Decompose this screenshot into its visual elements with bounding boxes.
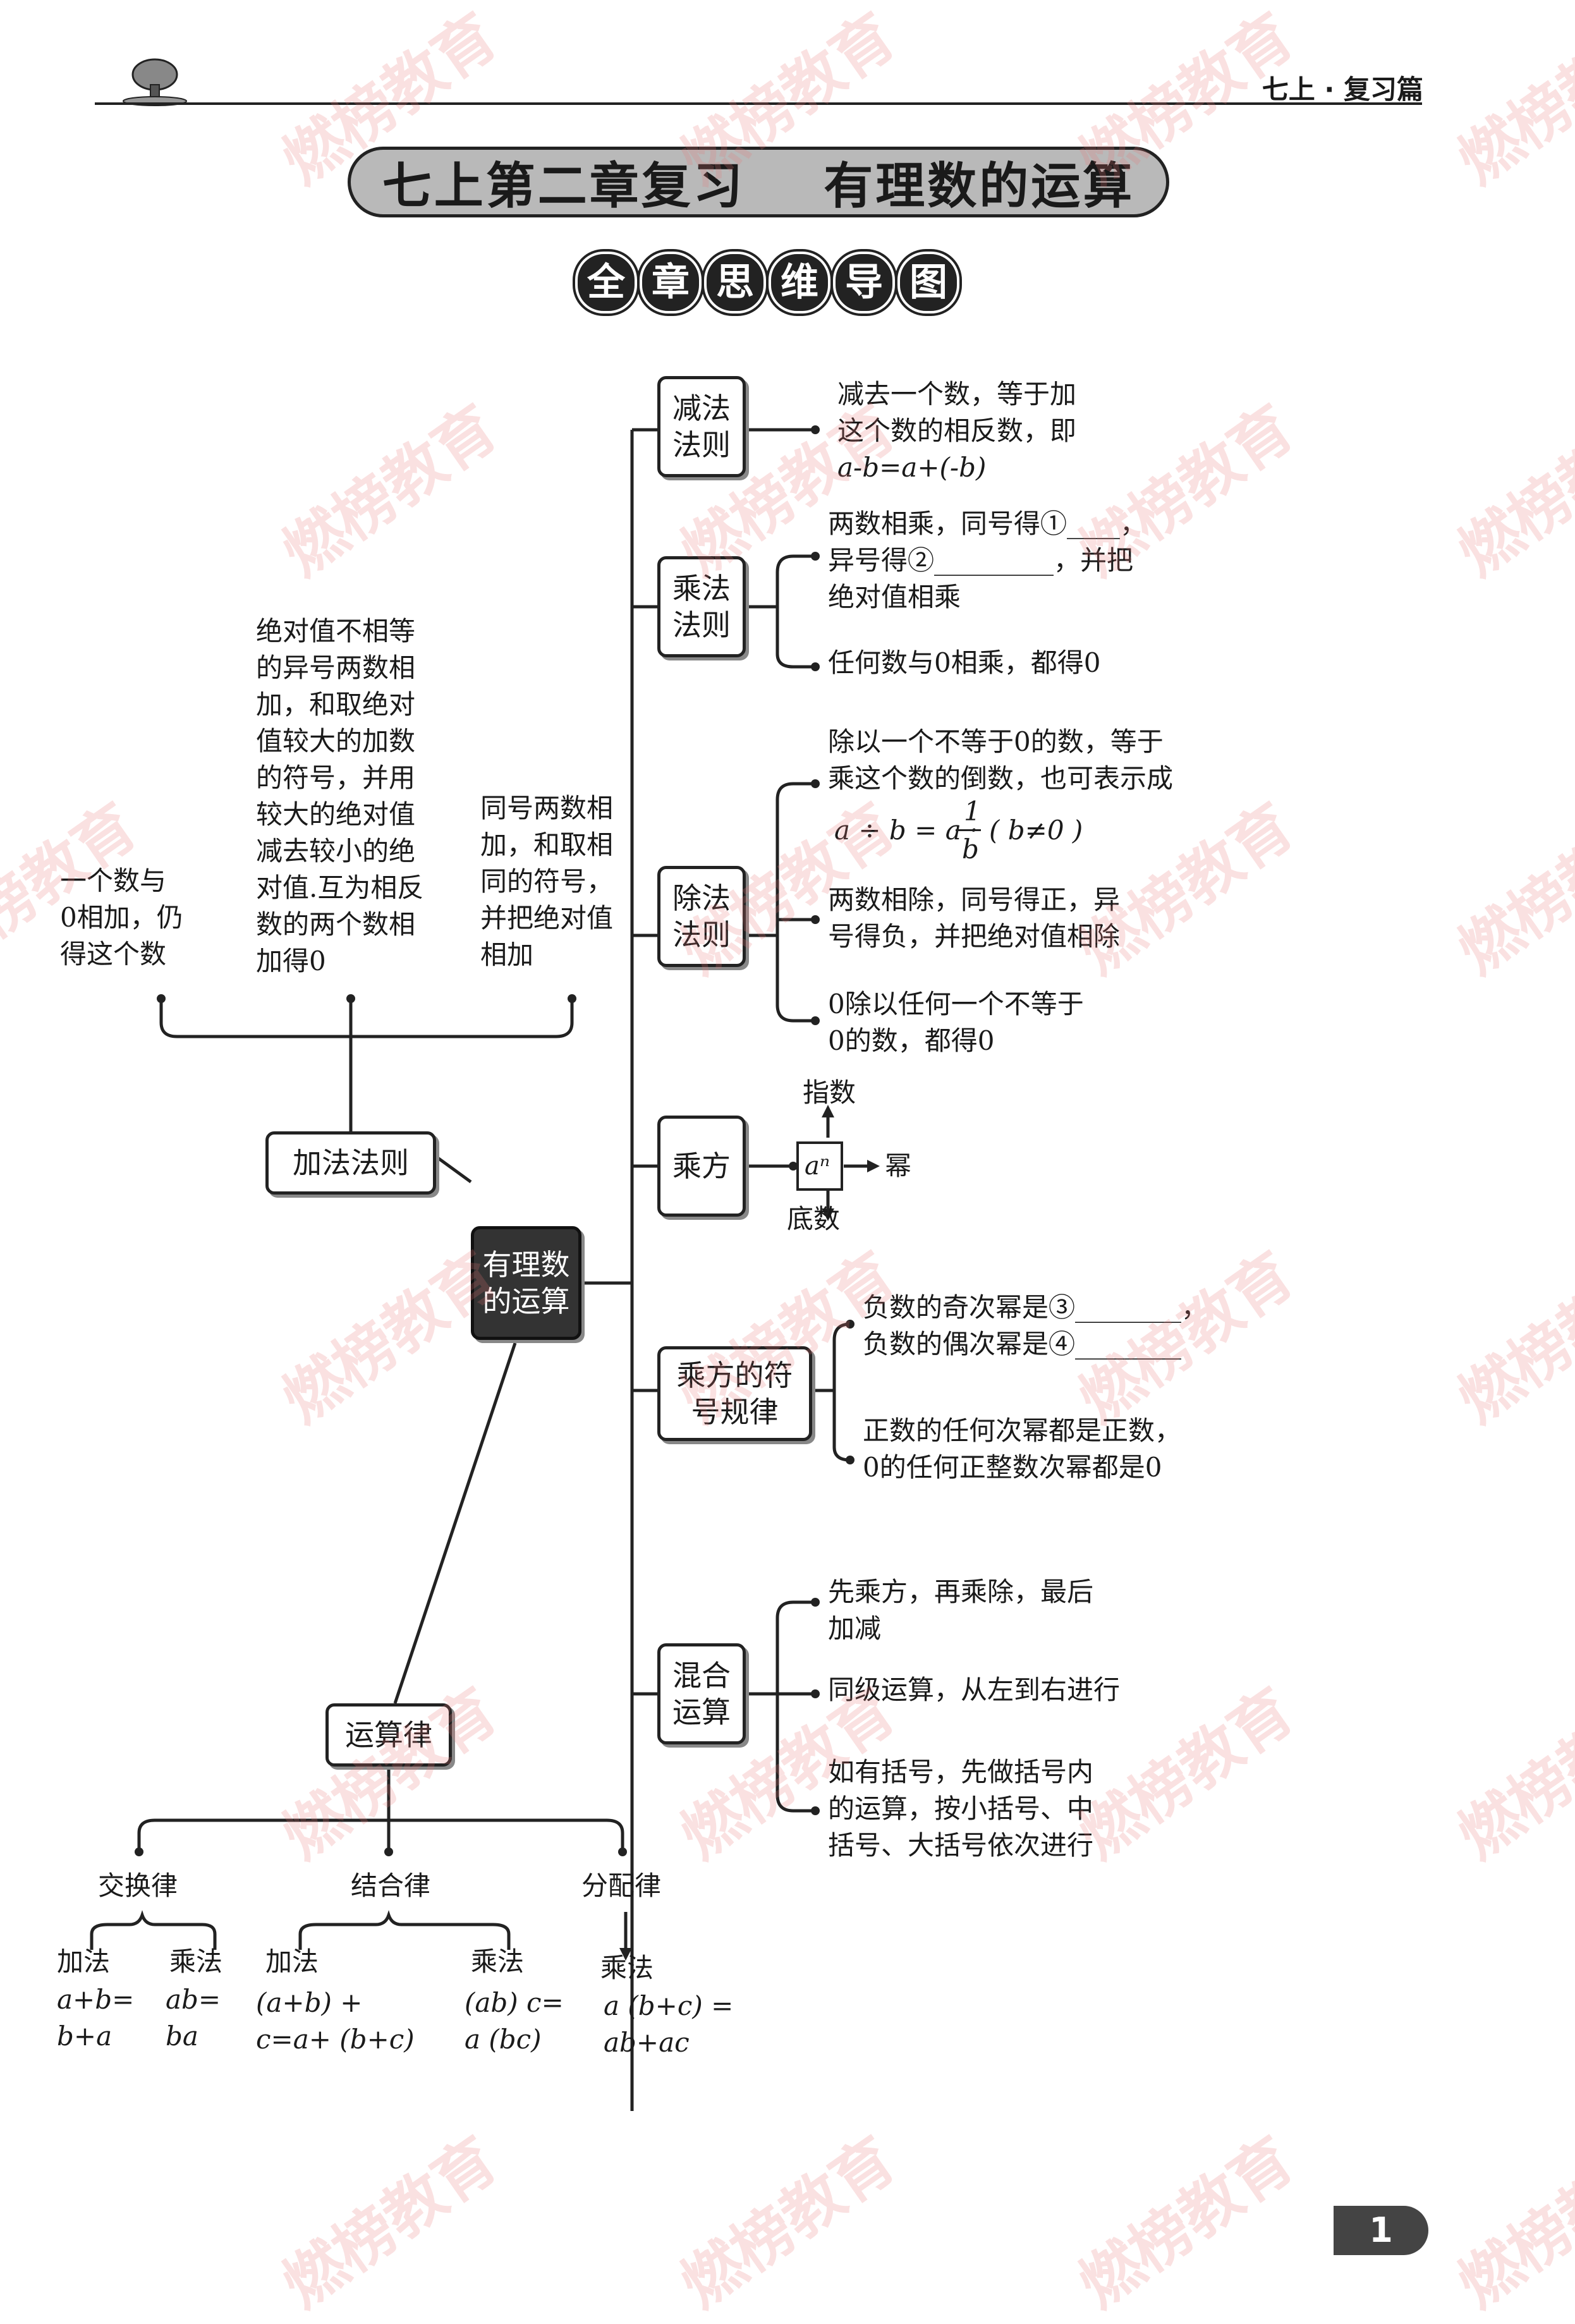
addition-rule-same-sign: 同号两数相 加，和取相 同的符号， 并把绝对值 相加 <box>480 793 614 970</box>
commutative-mul-label: 乘法 <box>169 1946 223 1977</box>
chapter-title-banner: 七上第二章复习 有理数的运算 <box>348 147 1169 217</box>
subtitle-char: 章 <box>640 252 702 313</box>
subtitle-char: 维 <box>769 252 830 313</box>
commutative-add-label: 加法 <box>57 1946 111 1977</box>
chapter-title: 七上第二章复习 有理数的运算 <box>382 158 1135 215</box>
power-sign-negative-rule: 负数的奇次幂是③________， 负数的偶次幂是④________ <box>863 1292 1208 1360</box>
distributive-mul-label: 乘法 <box>600 1952 654 1983</box>
power-symbol: aⁿ <box>805 1152 830 1181</box>
associative-add-formula: (a+b) + c=a+ (b+c) <box>256 1987 415 2055</box>
associative-mul-formula: (ab) c= a (bc) <box>465 1987 564 2055</box>
addition-rule-node: 加法法则 <box>265 1131 436 1195</box>
tree-icon <box>120 56 190 106</box>
center-node: 有理数 的运算 <box>471 1226 581 1340</box>
commutative-mul-formula: ab= ba <box>166 1984 221 2052</box>
mixed-rule-same-level: 同级运算，从左到右进行 <box>828 1674 1121 1705</box>
division-formula-right: ( b≠0 ) <box>989 815 1083 846</box>
subtraction-formula: a-b=a+(-b) <box>837 452 987 483</box>
division-formula-denominator: b <box>962 834 979 865</box>
multiplication-rule-sign: 两数相乘，同号得①____， 异号得②_________，并把 绝对值相乘 <box>828 508 1147 612</box>
power-sign-positive-rule: 正数的任何次幂都是正数， 0的任何正整数次幂都是0 <box>863 1415 1182 1483</box>
distributive-law: 分配律 <box>581 1870 662 1901</box>
power-node: 乘方 <box>657 1116 746 1217</box>
subtraction-rule-node: 减法 法则 <box>657 376 746 477</box>
mixed-rule-order: 先乘方，再乘除，最后 加减 <box>828 1576 1094 1644</box>
section-label: 七上 · 复习篇 <box>1262 74 1423 105</box>
subtraction-rule-text: 减去一个数，等于加 这个数的相反数，即 <box>837 379 1077 446</box>
power-sign-node: 乘方的符 号规律 <box>657 1346 812 1441</box>
power-result-label: 幂 <box>885 1150 912 1181</box>
associative-add-label: 加法 <box>265 1946 319 1977</box>
subtitle-char: 思 <box>704 252 766 313</box>
division-formula-numerator: 1 <box>964 796 981 827</box>
page-number: 1 <box>1334 2206 1428 2255</box>
multiplication-rule-node: 乘法 法则 <box>657 556 746 657</box>
power-exponent-label: 指数 <box>803 1077 856 1108</box>
mixed-rule-brackets: 如有括号，先做括号内 的运算，按小括号、中 括号、大括号依次进行 <box>828 1756 1094 1861</box>
mindmap-subtitle: 全 章 思 维 导 图 <box>575 252 959 313</box>
multiplication-rule-zero: 任何数与0相乘，都得0 <box>828 647 1101 678</box>
distributive-mul-formula: a (b+c) = ab+ac <box>604 1990 734 2058</box>
addition-rule-zero: 一个数与 0相加，仍 得这个数 <box>60 865 183 970</box>
commutative-law: 交换律 <box>98 1870 178 1901</box>
laws-node: 运算律 <box>325 1703 452 1767</box>
commutative-add-formula: a+b= b+a <box>57 1984 135 2052</box>
addition-rule-diff-sign: 绝对值不相等 的异号两数相 加，和取绝对 值较大的加数 的符号，并用 较大的绝对… <box>256 616 424 976</box>
division-rule-node: 除法 法则 <box>657 866 746 967</box>
division-rule-zero: 0除以任何一个不等于 0的数，都得0 <box>828 989 1084 1056</box>
subtitle-char: 导 <box>833 252 895 313</box>
division-rule-sign: 两数相除，同号得正，异 号得负，并把绝对值相除 <box>828 884 1121 952</box>
header-rule <box>95 102 1422 105</box>
mixed-operations-node: 混合 运算 <box>657 1643 746 1744</box>
fraction-bar <box>956 829 981 831</box>
associative-law: 结合律 <box>351 1870 431 1901</box>
power-base-label: 底数 <box>787 1203 841 1234</box>
subtitle-char: 全 <box>575 252 637 313</box>
subtitle-char: 图 <box>897 252 959 313</box>
associative-mul-label: 乘法 <box>471 1946 525 1977</box>
division-rule-reciprocal: 除以一个不等于0的数，等于 乘这个数的倒数，也可表示成 <box>828 726 1174 794</box>
